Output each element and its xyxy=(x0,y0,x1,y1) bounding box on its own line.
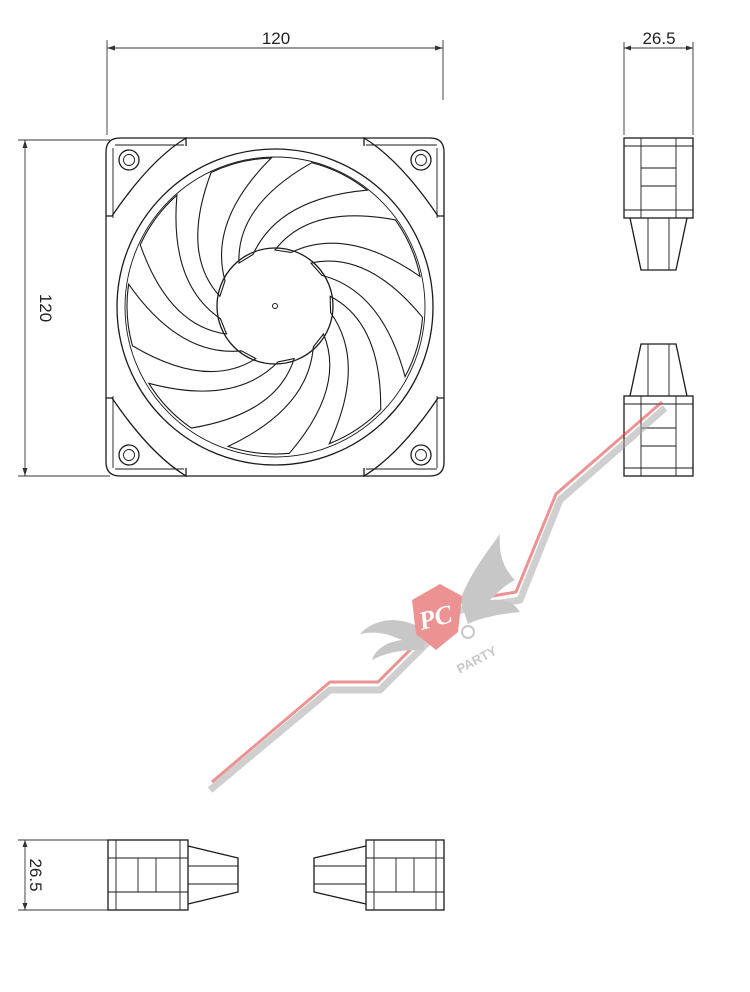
watermark-ring xyxy=(461,625,475,639)
watermark-wing-right xyxy=(460,534,520,624)
watermark-shield xyxy=(412,584,462,650)
fan-blade xyxy=(147,357,295,429)
mounting-hole-bottom-right xyxy=(410,444,432,466)
side-depth-label: 26.5 xyxy=(642,29,675,48)
side-view: 26.5 xyxy=(623,29,694,477)
mounting-hole-top-left xyxy=(118,149,140,171)
watermark-wordmark: PARTY xyxy=(454,643,499,677)
fan-blade xyxy=(328,295,382,445)
bottom-view: 26.5 xyxy=(18,839,445,911)
bottom-depth-label: 26.5 xyxy=(26,858,45,891)
hub-center-mark xyxy=(272,303,278,309)
fan-blades xyxy=(126,157,424,455)
fan-blade xyxy=(238,162,369,265)
fan-blade xyxy=(126,282,257,373)
watermark-wing-left xyxy=(360,620,425,660)
side-depth-dimension: 26.5 xyxy=(623,29,694,135)
bottom-profile xyxy=(107,839,445,911)
front-view: 120 120 xyxy=(18,29,445,478)
fan-blade xyxy=(309,260,424,379)
mounting-holes xyxy=(118,149,432,466)
fan-blade xyxy=(197,157,273,298)
fan-blade xyxy=(273,215,421,278)
watermark-logo: PC PARTY xyxy=(207,400,668,793)
fan-blade xyxy=(139,193,228,335)
bottom-depth-dimension: 26.5 xyxy=(18,839,110,911)
mounting-hole-bottom-left xyxy=(118,444,140,466)
width-dimension: 120 xyxy=(106,29,444,135)
fan-blade xyxy=(226,332,331,455)
height-dimension: 120 xyxy=(18,139,110,477)
height-dimension-label: 120 xyxy=(36,294,55,322)
fan-frame xyxy=(105,136,445,478)
width-dimension-label: 120 xyxy=(262,29,290,48)
mounting-hole-top-right xyxy=(410,149,432,171)
fan-hub xyxy=(216,247,334,365)
